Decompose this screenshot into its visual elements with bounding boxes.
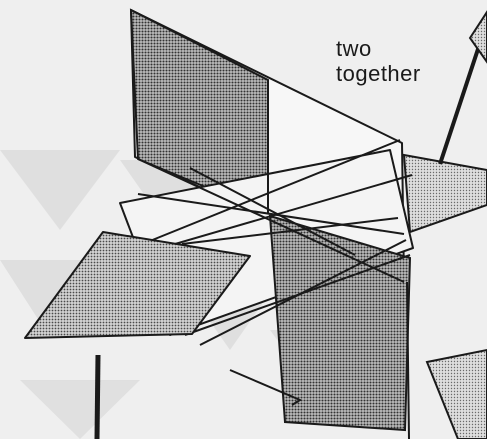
caption-line-2: together (336, 61, 476, 86)
right-wing-shaded (404, 155, 487, 232)
bottom-right-plane-corner (427, 350, 487, 439)
diagram-caption: two together (336, 36, 476, 86)
caption-line-1: two (336, 36, 476, 61)
